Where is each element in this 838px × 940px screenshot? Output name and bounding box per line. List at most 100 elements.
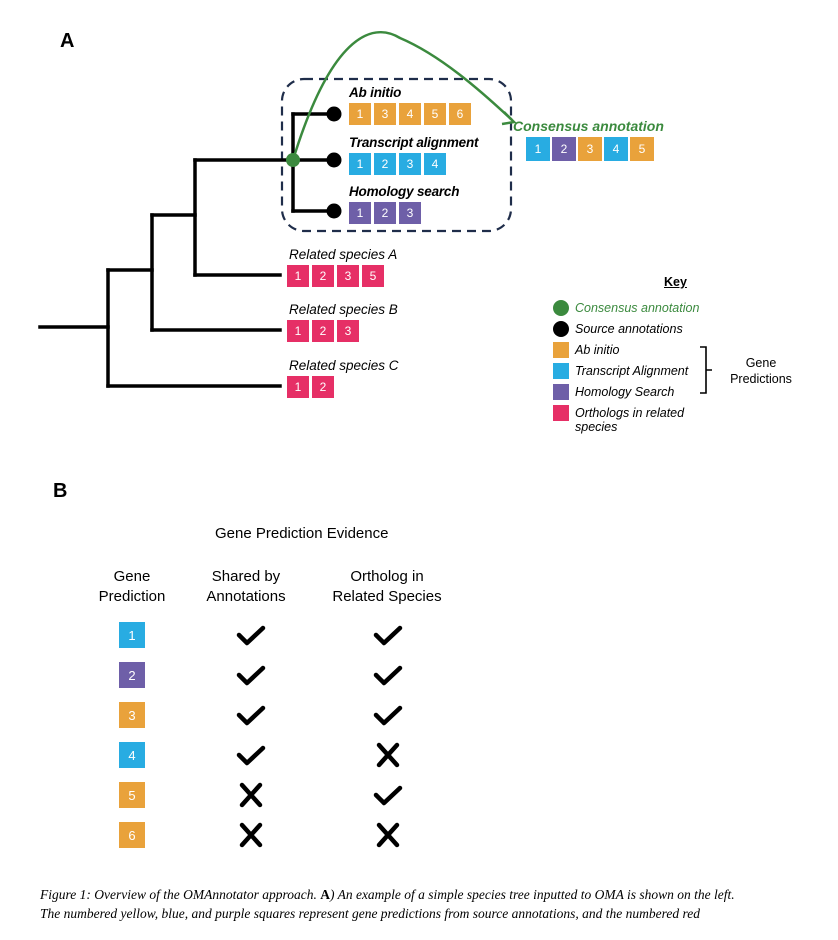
key-item-label: Consensus annotation [575,300,700,315]
key-item: Orthologs in related [553,402,699,423]
gene-prediction-box: 2 [374,202,396,224]
species-label-b: Related species B [289,302,398,317]
consensus-box: 4 [604,137,628,161]
key-item: Consensus annotation [553,297,699,318]
caption-text: Figure 1: Overview of the OMAnnotator ap… [40,887,321,902]
ortholog-box: 1 [287,376,309,398]
check-icon [234,620,268,650]
caption-bold-a: A [320,887,330,902]
evidence-gene-box: 5 [119,782,145,808]
ortholog-box: 1 [287,320,309,342]
check-icon [371,620,405,650]
ortholog-box: 3 [337,320,359,342]
key-item-label: Transcript Alignment [575,363,689,378]
header-line: Gene [113,568,151,585]
key-dot-icon [553,320,569,337]
consensus-box: 5 [630,137,654,161]
key-dot-icon [553,299,569,316]
species-label-c: Related species C [289,358,399,373]
caption-line-1: Figure 1: Overview of the OMAnnotator ap… [40,885,735,904]
gene-predictions-label-line2: Predictions [730,372,792,386]
gene-prediction-box: 4 [424,153,446,175]
evidence-gene-box: 3 [119,702,145,728]
check-icon [234,740,268,770]
evidence-gene-box: 1 [119,622,145,648]
key-title: Key [664,275,687,289]
key-item-label-continued: species [575,420,618,434]
header-gene-prediction: Gene Prediction [82,567,182,607]
key-swatch-icon [553,341,569,358]
check-icon [371,660,405,690]
gene-prediction-box: 3 [399,153,421,175]
cross-icon [371,740,405,770]
source-label-homology-search: Homology search [349,184,460,199]
figure-caption: Figure 1: Overview of the OMAnnotator ap… [40,885,735,923]
consensus-annotation-label: Consensus annotation [513,118,664,134]
source-annotation-dot [326,152,342,168]
consensus-box: 2 [552,137,576,161]
gene-predictions-label: Gene Predictions [716,355,806,387]
header-line: Ortholog in [350,568,424,585]
panel-b-title: Gene Prediction Evidence [215,525,389,542]
key-swatch-icon [553,383,569,400]
key-swatch-icon [553,404,569,421]
panel-a-letter: A [60,30,75,52]
species-tree [38,31,712,394]
evidence-gene-box: 6 [119,822,145,848]
gene-prediction-box: 2 [374,153,396,175]
source-label-transcript-alignment: Transcript alignment [349,135,479,150]
gene-prediction-box: 1 [349,153,371,175]
ortholog-box: 3 [337,265,359,287]
species-label-a: Related species A [289,247,398,262]
header-line: Prediction [98,588,166,605]
consensus-arrowhead-icon [501,111,517,126]
key-swatch-icon [553,362,569,379]
ortholog-box: 2 [312,320,334,342]
consensus-arrow [291,31,513,161]
consensus-box: 1 [526,137,550,161]
gene-prediction-box: 4 [399,103,421,125]
panel-b-letter: B [53,480,68,502]
gene-prediction-box: 3 [399,202,421,224]
gene-predictions-label-line1: Gene [745,356,777,370]
gene-prediction-box: 1 [349,202,371,224]
source-label-ab-initio: Ab initio [349,85,402,100]
check-icon [234,700,268,730]
gene-prediction-box: 5 [424,103,446,125]
caption-text: ) An example of a simple species tree in… [329,887,735,902]
evidence-gene-box: 4 [119,742,145,768]
ortholog-box: 5 [362,265,384,287]
gene-predictions-bracket [700,346,712,394]
consensus-node-dot [286,153,300,167]
key-item: Ab initio [553,339,699,360]
ortholog-box: 1 [287,265,309,287]
key-item: Source annotations [553,318,699,339]
key-item: Homology Search [553,381,699,402]
gene-prediction-box: 3 [374,103,396,125]
header-line: Shared by [211,568,281,585]
evidence-gene-box: 2 [119,662,145,688]
cross-icon [371,820,405,850]
source-annotation-dot [326,203,342,219]
source-annotations-dashed-box [280,77,513,233]
source-annotation-dot [326,106,342,122]
gene-prediction-box: 1 [349,103,371,125]
ortholog-box: 2 [312,376,334,398]
gene-prediction-box: 6 [449,103,471,125]
cross-icon [234,780,268,810]
key-item-label: Ab initio [575,342,620,357]
check-icon [371,700,405,730]
check-icon [371,780,405,810]
header-ortholog-in-related-species: Ortholog in Related Species [312,567,462,607]
key-item-label: Source annotations [575,321,683,336]
check-icon [234,660,268,690]
caption-line-2: The numbered yellow, blue, and purple sq… [40,906,701,921]
